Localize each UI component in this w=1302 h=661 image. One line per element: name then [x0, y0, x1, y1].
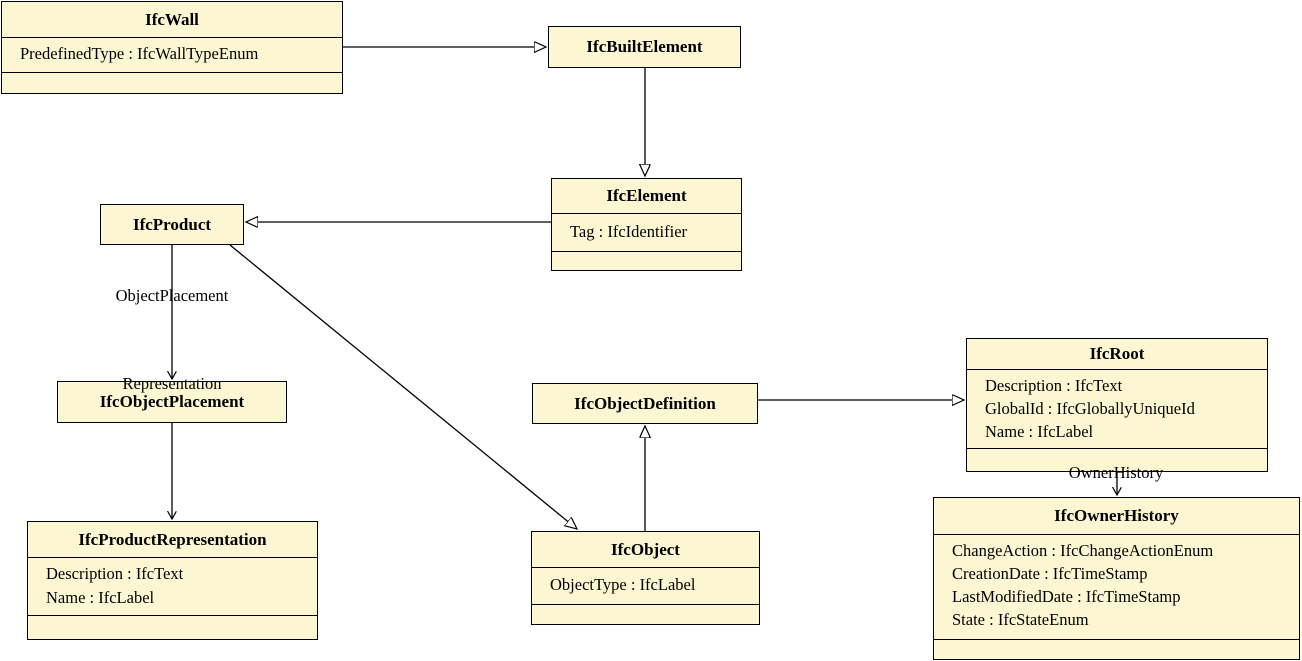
class-empty-compartment: [28, 615, 317, 639]
attribute: ChangeAction : IfcChangeActionEnum: [952, 541, 1214, 560]
attribute: LastModifiedDate : IfcTimeStamp: [952, 587, 1181, 606]
class-empty-compartment: [2, 72, 342, 93]
attribute: Name : IfcLabel: [985, 422, 1094, 441]
class-title: IfcOwnerHistory: [1054, 506, 1179, 525]
attribute: ObjectType : IfcLabel: [550, 575, 696, 594]
edge-label-ownerhistory: OwnerHistory: [1068, 463, 1164, 482]
class-empty-compartment: [552, 251, 741, 270]
class-ifcbuiltelement: IfcBuiltElement: [548, 26, 741, 68]
class-empty-compartment: [532, 604, 759, 624]
class-title: IfcWall: [145, 9, 199, 29]
class-empty-compartment: [934, 639, 1299, 659]
class-attributes: ChangeAction : IfcChangeActionEnum Creat…: [934, 534, 1299, 639]
class-title: IfcObject: [611, 539, 680, 559]
class-ifcproductrepresentation: IfcProductRepresentation Description : I…: [27, 521, 318, 640]
class-ifcobjectdefinition: IfcObjectDefinition: [532, 383, 758, 424]
class-title: IfcProductRepresentation: [78, 529, 267, 549]
class-ifcownerhistory: IfcOwnerHistory ChangeAction : IfcChange…: [933, 497, 1300, 660]
class-title: IfcObjectPlacement: [99, 392, 245, 411]
class-attributes: PredefinedType : IfcWallTypeEnum: [2, 37, 342, 72]
edge-label-objectplacement: ObjectPlacement: [115, 286, 229, 305]
edge-label-representation: Representation: [122, 374, 222, 393]
attribute: CreationDate : IfcTimeStamp: [952, 564, 1148, 583]
class-ifcroot: IfcRoot Description : IfcText GlobalId :…: [966, 338, 1268, 472]
class-empty-compartment: [967, 448, 1267, 471]
attribute: Description : IfcText: [46, 564, 184, 583]
class-attributes: Description : IfcText Name : IfcLabel: [28, 557, 317, 615]
attribute: PredefinedType : IfcWallTypeEnum: [20, 44, 259, 63]
class-ifcwall: IfcWall PredefinedType : IfcWallTypeEnum: [1, 1, 343, 94]
class-title: IfcRoot: [1089, 344, 1145, 363]
attribute: State : IfcStateEnum: [952, 610, 1089, 629]
attribute: Description : IfcText: [985, 376, 1123, 395]
class-ifcproduct: IfcProduct: [100, 204, 244, 245]
class-title: IfcElement: [606, 186, 687, 205]
class-title: IfcProduct: [132, 214, 212, 234]
class-attributes: Tag : IfcIdentifier: [552, 213, 741, 251]
class-title: IfcObjectDefinition: [574, 393, 716, 413]
attribute: GlobalId : IfcGloballyUniqueId: [985, 399, 1195, 418]
class-attributes: Description : IfcText GlobalId : IfcGlob…: [967, 369, 1267, 448]
attribute: Name : IfcLabel: [46, 588, 155, 607]
class-ifcelement: IfcElement Tag : IfcIdentifier: [551, 178, 742, 271]
class-attributes: ObjectType : IfcLabel: [532, 567, 759, 604]
class-ifcobject: IfcObject ObjectType : IfcLabel: [531, 531, 760, 625]
attribute: Tag : IfcIdentifier: [570, 222, 688, 241]
class-title: IfcBuiltElement: [586, 37, 703, 56]
